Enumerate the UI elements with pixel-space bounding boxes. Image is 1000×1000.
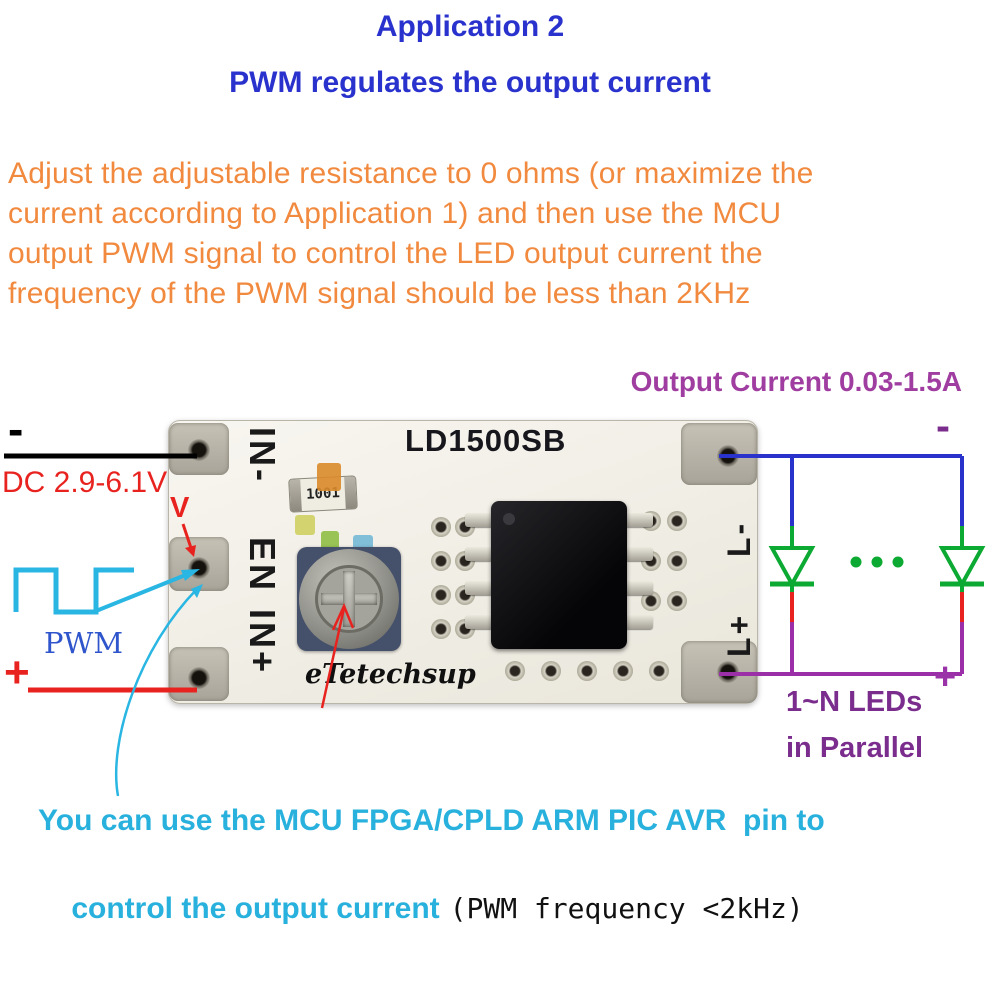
ic-pin: [625, 547, 653, 561]
description-line: Adjust the adjustable resistance to 0 oh…: [8, 157, 814, 190]
board-brand-text: eTetechsup: [305, 659, 476, 690]
pad-hole: [188, 667, 210, 689]
ic-pin: [625, 513, 653, 527]
ic-pin: [465, 547, 493, 561]
ic-pin: [625, 615, 653, 629]
smd-component: [321, 531, 339, 551]
pin-label-in-minus: IN-: [242, 427, 283, 484]
output-current-label: Output Current 0.03-1.5A: [630, 366, 962, 397]
ic-pin: [465, 513, 493, 527]
pin-label-l-plus: L+: [721, 612, 757, 657]
board-model-text: LD1500SB: [405, 423, 567, 458]
footer-note-line2: control the output current (PWM frequency…: [38, 858, 804, 960]
parallel-ellipsis-dots: [850, 556, 904, 568]
driver-ic-chip: [491, 501, 627, 649]
footer-note-detail: (PWM frequency <2kHz): [449, 892, 804, 925]
ic-pin: [625, 581, 653, 595]
output-negative-label: -: [936, 402, 950, 449]
leds-count-label: 1~N LEDs: [786, 686, 923, 718]
solder-pad: [577, 661, 597, 681]
ic-pin: [465, 615, 493, 629]
input-positive-label: +: [4, 648, 30, 697]
voltage-arrow-label: V: [170, 492, 190, 524]
pin-label-l-minus: L-: [721, 520, 757, 557]
input-negative-label: -: [8, 403, 24, 455]
solder-pad: [431, 585, 451, 605]
pad-hole: [188, 439, 210, 461]
led-driver-board: IN- EN IN+ L- L+ LD1500SB 1001: [168, 420, 758, 704]
description-line: current according to Application 1) and …: [8, 197, 782, 230]
solder-pad: [505, 661, 525, 681]
led-lead-marks: [790, 592, 964, 624]
led-symbol: [938, 526, 986, 594]
pad-hole: [717, 661, 739, 683]
pad-in-minus: [169, 423, 229, 475]
pad-l-minus: [681, 423, 757, 485]
smd-component: [295, 515, 315, 535]
pad-hole: [188, 557, 210, 579]
pin-label-in-plus: IN+: [242, 609, 283, 676]
smd-component: [317, 463, 341, 491]
resistor-end-cap: [344, 476, 357, 509]
solder-pad: [541, 661, 561, 681]
pwm-square-wave-icon: [13, 567, 134, 615]
description-paragraph: Adjust the adjustable resistance to 0 oh…: [8, 154, 814, 314]
solder-pad: [613, 661, 633, 681]
resistor-end-cap: [289, 479, 302, 512]
pad-hole: [717, 445, 739, 467]
solder-pad: [667, 551, 687, 571]
solder-pad: [667, 591, 687, 611]
solder-pad: [641, 591, 661, 611]
ic-pin: [465, 581, 493, 595]
dc-voltage-label: DC 2.9-6.1V: [2, 466, 168, 499]
solder-pad: [667, 511, 687, 531]
solder-pad: [431, 517, 451, 537]
pad-en: [169, 537, 229, 591]
footer-note-line1: You can use the MCU FPGA/CPLD ARM PIC AV…: [38, 804, 825, 837]
pwm-label: PWM: [44, 626, 124, 660]
page-title: Application 2: [375, 10, 565, 43]
pad-in-plus: [169, 647, 229, 701]
potentiometer-slot: [343, 571, 355, 627]
ic-pin1-dot: [503, 513, 515, 525]
solder-pad: [431, 619, 451, 639]
description-line: frequency of the PWM signal should be le…: [8, 277, 751, 310]
led-symbol: [768, 526, 816, 594]
pin-label-en: EN: [242, 537, 283, 594]
footer-note-highlight: control the output current: [71, 892, 440, 925]
description-line: output PWM signal to control the LED out…: [8, 237, 763, 270]
solder-pad: [431, 551, 451, 571]
leds-parallel-label: in Parallel: [786, 732, 924, 764]
page-subtitle: PWM regulates the output current: [229, 66, 711, 99]
output-positive-label: +: [934, 656, 957, 698]
solder-pad: [649, 661, 669, 681]
